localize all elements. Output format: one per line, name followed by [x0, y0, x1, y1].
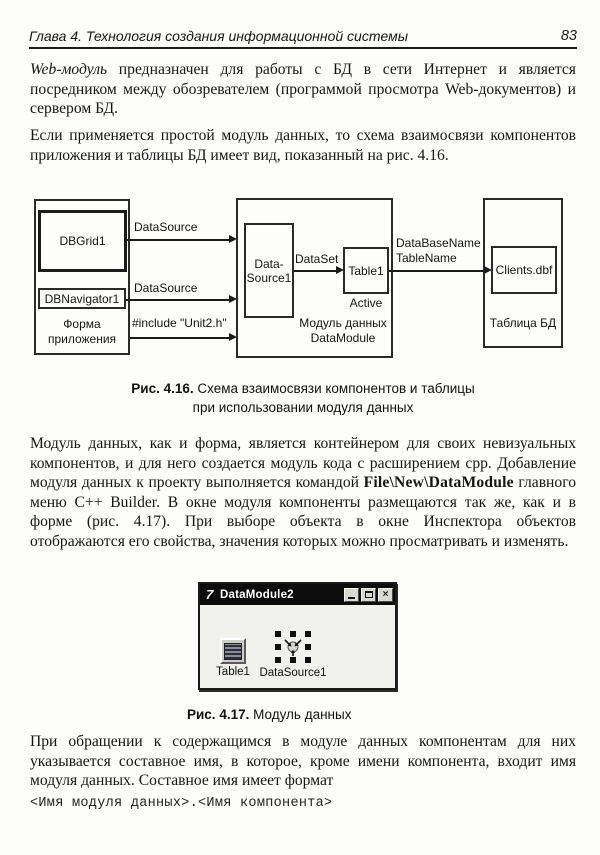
minimize-icon — [344, 587, 359, 602]
code-format-line: <Имя модуля данных>.<Имя компонента> — [30, 796, 333, 811]
databasename-label: DataBaseName TableName — [396, 236, 481, 265]
page-number: 83 — [560, 28, 577, 44]
paragraph-simple-module: Если применяется простой модуль данных, … — [30, 127, 576, 164]
arrow2-label: DataSource — [134, 281, 198, 295]
window-titlebar: 7 DataModule2 × — [200, 584, 395, 605]
paragraph-datamodule: Модуль данных, как и форма, является кон… — [30, 435, 577, 550]
dbnavigator-label: DBNavigator1 — [44, 291, 120, 306]
window-body: Table1 — [200, 605, 395, 688]
figure-4-17-window: 7 DataModule2 × Table1 — [198, 582, 397, 690]
paragraph-web-module-text: предназначен для работы с БД в сети Инте… — [30, 61, 576, 117]
datasource1-component-label: DataSource1 — [259, 667, 327, 679]
datasource-arrows-glyph — [284, 639, 302, 656]
close-icon: × — [378, 587, 393, 602]
figure-4-17-caption-label: Рис. 4.17. — [187, 707, 250, 722]
cpp-builder-icon: 7 — [205, 587, 214, 602]
figure-4-16-caption: Рис. 4.16. Схема взаимосвязи компонентов… — [131, 381, 475, 415]
form-outer-box — [34, 199, 130, 355]
table1-box: Table1 — [343, 247, 389, 294]
term-web-module: Web-модуль — [30, 61, 108, 78]
table1-component: Table1 — [210, 638, 256, 678]
dbnavigator-box: DBNavigator1 — [38, 288, 126, 309]
datamodule-label: Модуль данных DataModule — [299, 316, 387, 345]
table-bd-label: Таблица БД — [489, 316, 557, 330]
dbgrid-label: DBGrid1 — [59, 234, 106, 248]
datasource1-box-label: Data- Source1 — [246, 256, 292, 285]
datasource1-box: Data- Source1 — [244, 223, 294, 318]
paragraph-compound-name: При обращении к содержащимся в модуле да… — [30, 733, 576, 789]
table1-box-label: Table1 — [348, 263, 384, 278]
active-label: Active — [349, 296, 383, 310]
window-title: DataModule2 — [220, 588, 294, 601]
figure-4-16-diagram: DBGrid1 DBNavigator1 Форма приложения Da… — [0, 195, 600, 373]
datasource-icon — [275, 631, 311, 665]
form-box-label: Форма приложения — [47, 317, 117, 346]
chapter-title: Глава 4. Технология создания информацион… — [29, 28, 409, 44]
dataset-label: DataSet — [295, 252, 339, 266]
maximize-icon — [361, 587, 376, 602]
table-icon — [220, 638, 246, 664]
paragraph-web-module: Web-модуль предназначен для работы с БД … — [30, 60, 576, 119]
arrow1-label: DataSource — [134, 220, 198, 234]
table1-component-label: Table1 — [216, 666, 250, 678]
clients-box-label: Clients.dbf — [495, 263, 553, 277]
menu-command-bold: File\New\DataModule — [363, 474, 514, 491]
clients-box: Clients.dbf — [491, 246, 557, 294]
figure-4-17-caption: Рис. 4.17. Модуль данных — [187, 707, 352, 722]
arrow3-label: #include "Unit2.h" — [132, 316, 227, 330]
figure-4-16-caption-label: Рис. 4.16. — [131, 381, 194, 396]
page-header: Глава 4. Технология создания информацион… — [29, 28, 577, 49]
dbgrid-box: DBGrid1 — [38, 210, 127, 272]
window-buttons: × — [344, 587, 393, 602]
datasource1-component: DataSource1 — [257, 631, 329, 679]
datamodule-outer-box — [236, 198, 393, 358]
